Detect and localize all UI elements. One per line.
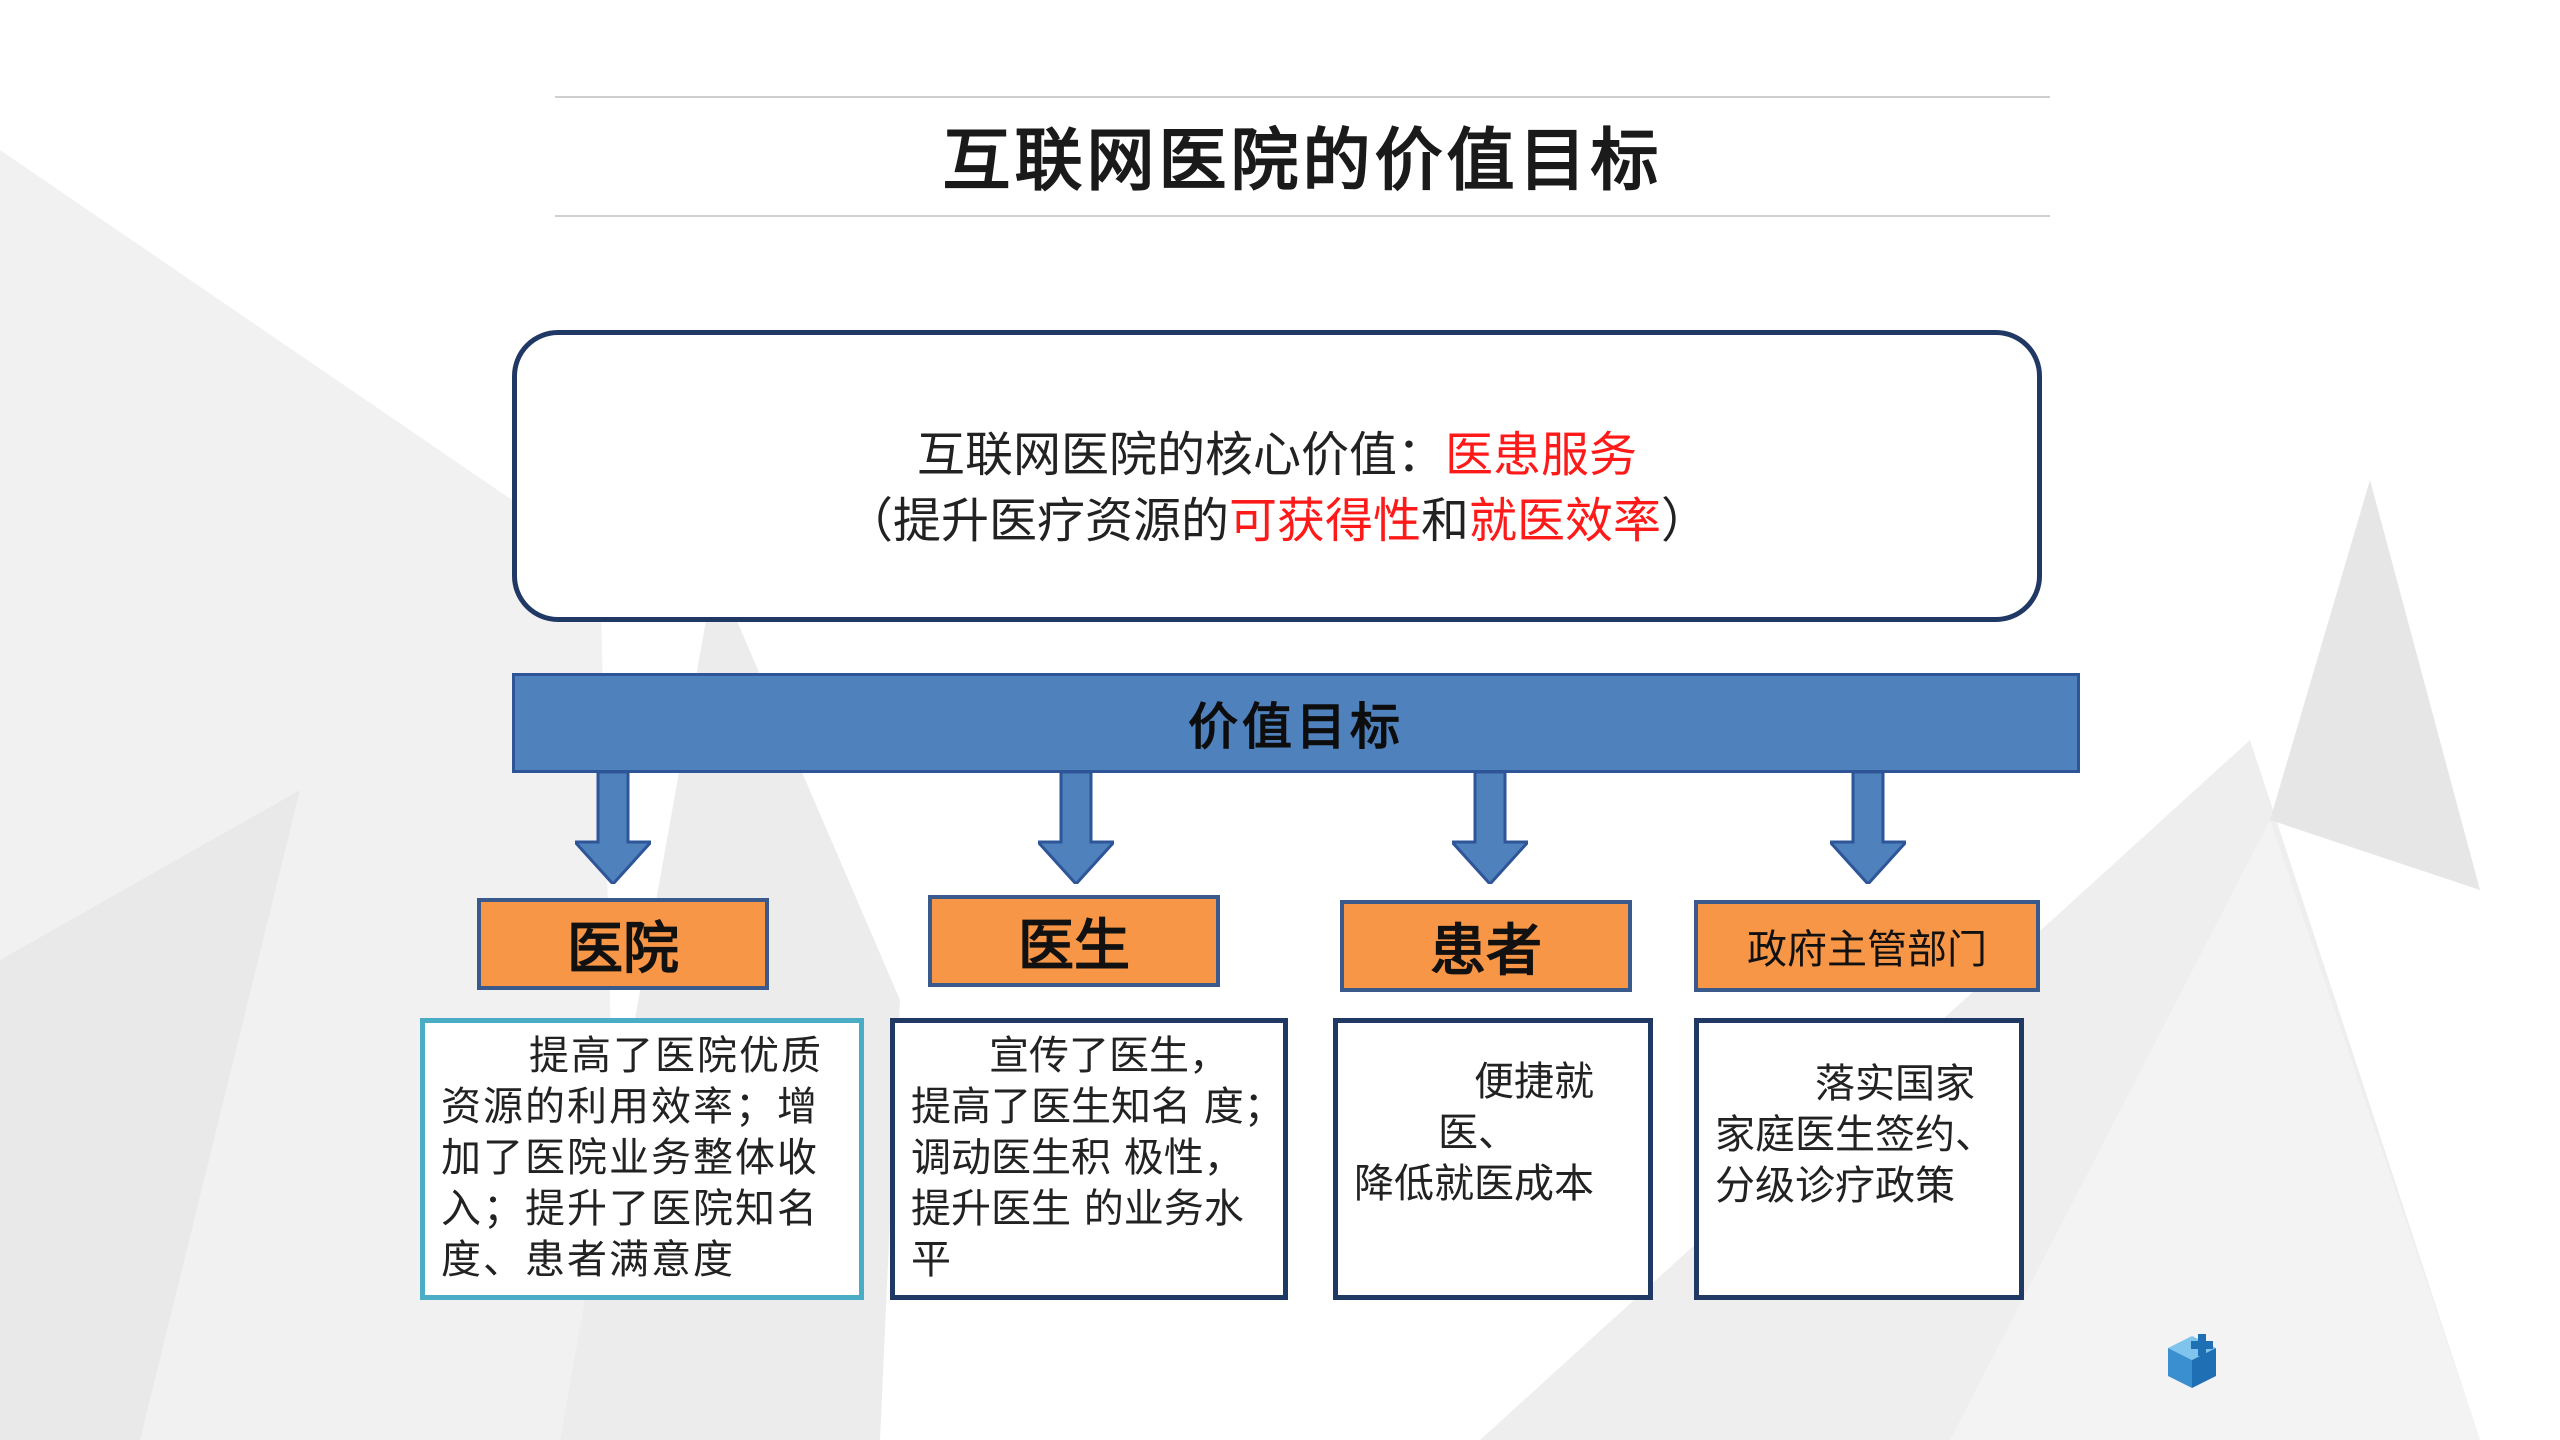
hospital-description-line: 度、患者满意度 <box>441 1237 735 1283</box>
core-value-line: 互联网医院的核心价值：医患服务 <box>517 415 2037 485</box>
hospital-description: 提高了医院优质 资源的利用效率；增 加了医院业务整体收 入；提升了医院知名 度、… <box>420 1018 864 1300</box>
core-value-highlight: 医患服务 <box>1445 427 1638 483</box>
core-detail-and: 和 <box>1420 493 1469 549</box>
patient-description-line: 降低就医成本 <box>1354 1161 1594 1207</box>
category-government: 政府主管部门 <box>1694 900 2040 992</box>
down-arrow-icon <box>1038 772 1114 884</box>
government-description-line: 落实国家 <box>1815 1061 1975 1107</box>
core-detail-availability: 可获得性 <box>1228 493 1421 549</box>
doctor-description-line: 提升医生 的业务水 <box>911 1186 1244 1232</box>
core-value-box: 互联网医院的核心价值：医患服务 （提升医疗资源的可获得性和就医效率） <box>512 330 2042 622</box>
government-description: 落实国家 家庭医生签约、 分级诊疗政策 <box>1694 1018 2024 1300</box>
cube-logo-icon <box>2168 1334 2216 1388</box>
core-value-prefix: 互联网医院的核心价值： <box>916 427 1445 483</box>
hospital-description-line: 资源的利用效率；增 <box>441 1084 819 1130</box>
doctor-description-line: 提高了医生知名 度； <box>911 1084 1284 1130</box>
category-doctor: 医生 <box>928 895 1220 987</box>
doctor-description: 宣传了医生， 提高了医生知名 度； 调动医生积 极性， 提升医生 的业务水 平 <box>890 1018 1288 1300</box>
down-arrow-icon <box>575 772 651 884</box>
core-detail-close: ） <box>1661 493 1710 549</box>
title-bottom-rule <box>555 215 2050 217</box>
government-description-line: 分级诊疗政策 <box>1715 1163 1955 1209</box>
category-hospital: 医院 <box>477 898 769 990</box>
patient-description-line: 便捷就 <box>1474 1059 1594 1105</box>
value-goal-banner: 价值目标 <box>512 673 2080 773</box>
title-top-rule <box>555 96 2050 98</box>
patient-description: 便捷就 医、 降低就医成本 <box>1333 1018 1653 1300</box>
doctor-description-line: 平 <box>911 1237 951 1283</box>
down-arrow-icon <box>1830 772 1906 884</box>
page-title: 互联网医院的价值目标 <box>942 122 1663 201</box>
government-description-line: 家庭医生签约、 <box>1715 1112 1995 1158</box>
patient-description-line: 医、 <box>1438 1110 1518 1156</box>
core-detail-efficiency: 就医效率 <box>1469 493 1662 549</box>
doctor-description-line: 调动医生积 极性， <box>911 1135 1244 1181</box>
doctor-description-line: 宣传了医生， <box>989 1033 1229 1079</box>
hospital-description-line: 入；提升了医院知名 <box>441 1186 819 1232</box>
core-detail-line: （提升医疗资源的可获得性和就医效率） <box>517 481 2037 551</box>
category-patient: 患者 <box>1340 900 1632 992</box>
down-arrow-icon <box>1452 772 1528 884</box>
hospital-description-line: 提高了医院优质 <box>529 1033 823 1079</box>
hospital-description-line: 加了医院业务整体收 <box>441 1135 819 1181</box>
core-detail-open: （提升医疗资源的 <box>844 493 1229 549</box>
